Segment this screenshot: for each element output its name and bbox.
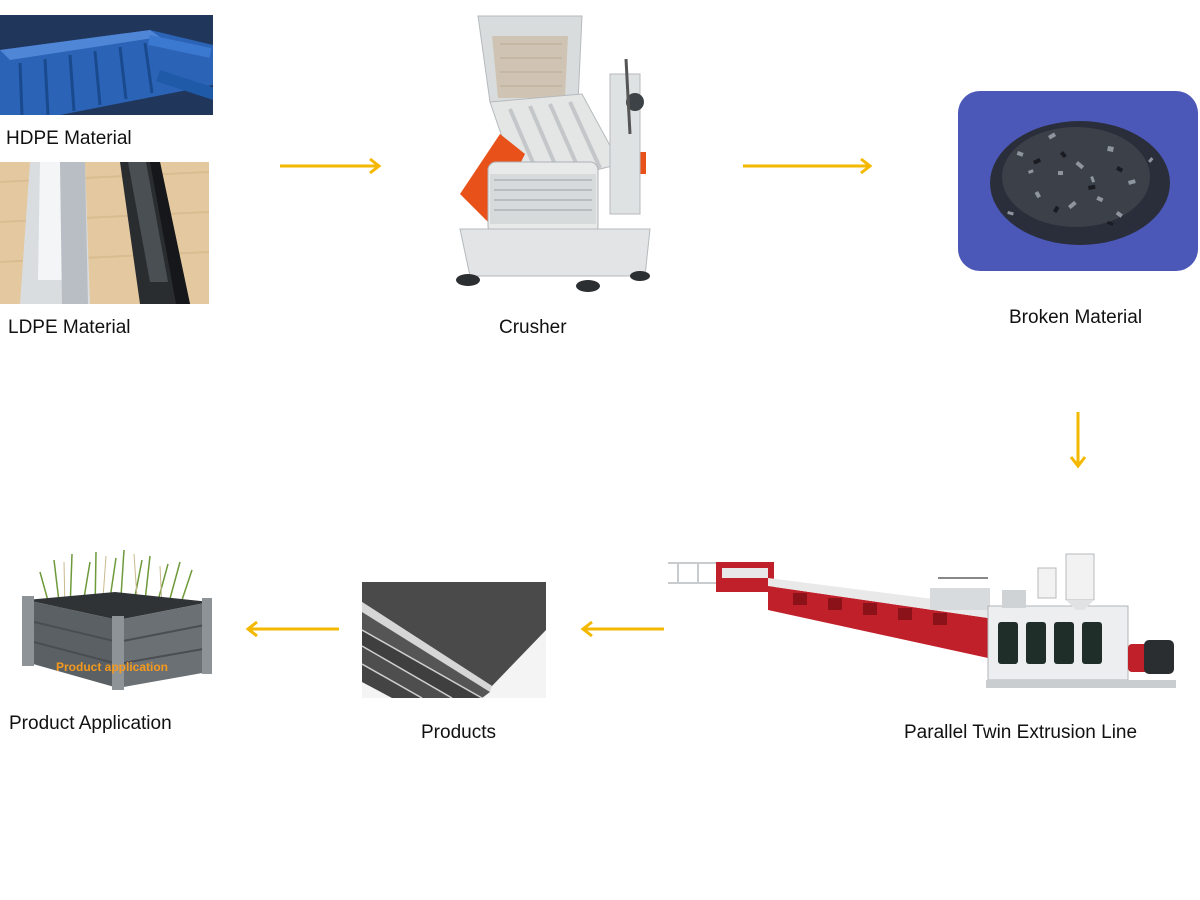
extrusion-line-image	[668, 548, 1180, 698]
arrow-products-to-application	[245, 619, 341, 639]
extrusion-line-label: Parallel Twin Extrusion Line	[904, 722, 1138, 743]
hdpe-material-label: HDPE Material	[6, 128, 132, 149]
crusher-image	[450, 14, 660, 296]
hdpe-material-image	[0, 15, 213, 115]
crusher-label: Crusher	[499, 317, 567, 338]
arrow-crusher-to-broken	[741, 156, 875, 176]
broken-material-label: Broken Material	[1009, 307, 1143, 328]
arrow-extrusion-to-products	[580, 619, 666, 639]
product-application-overlay-text: Product application	[56, 660, 169, 674]
products-image	[362, 582, 546, 698]
product-application-image: Product application	[20, 550, 216, 692]
arrow-broken-to-extrusion	[1068, 410, 1088, 470]
broken-material-image	[958, 91, 1198, 271]
ldpe-material-label: LDPE Material	[8, 317, 131, 338]
ldpe-material-image	[0, 162, 209, 304]
products-label: Products	[421, 722, 496, 743]
product-application-label: Product Application	[9, 713, 172, 734]
arrow-materials-to-crusher	[278, 156, 384, 176]
